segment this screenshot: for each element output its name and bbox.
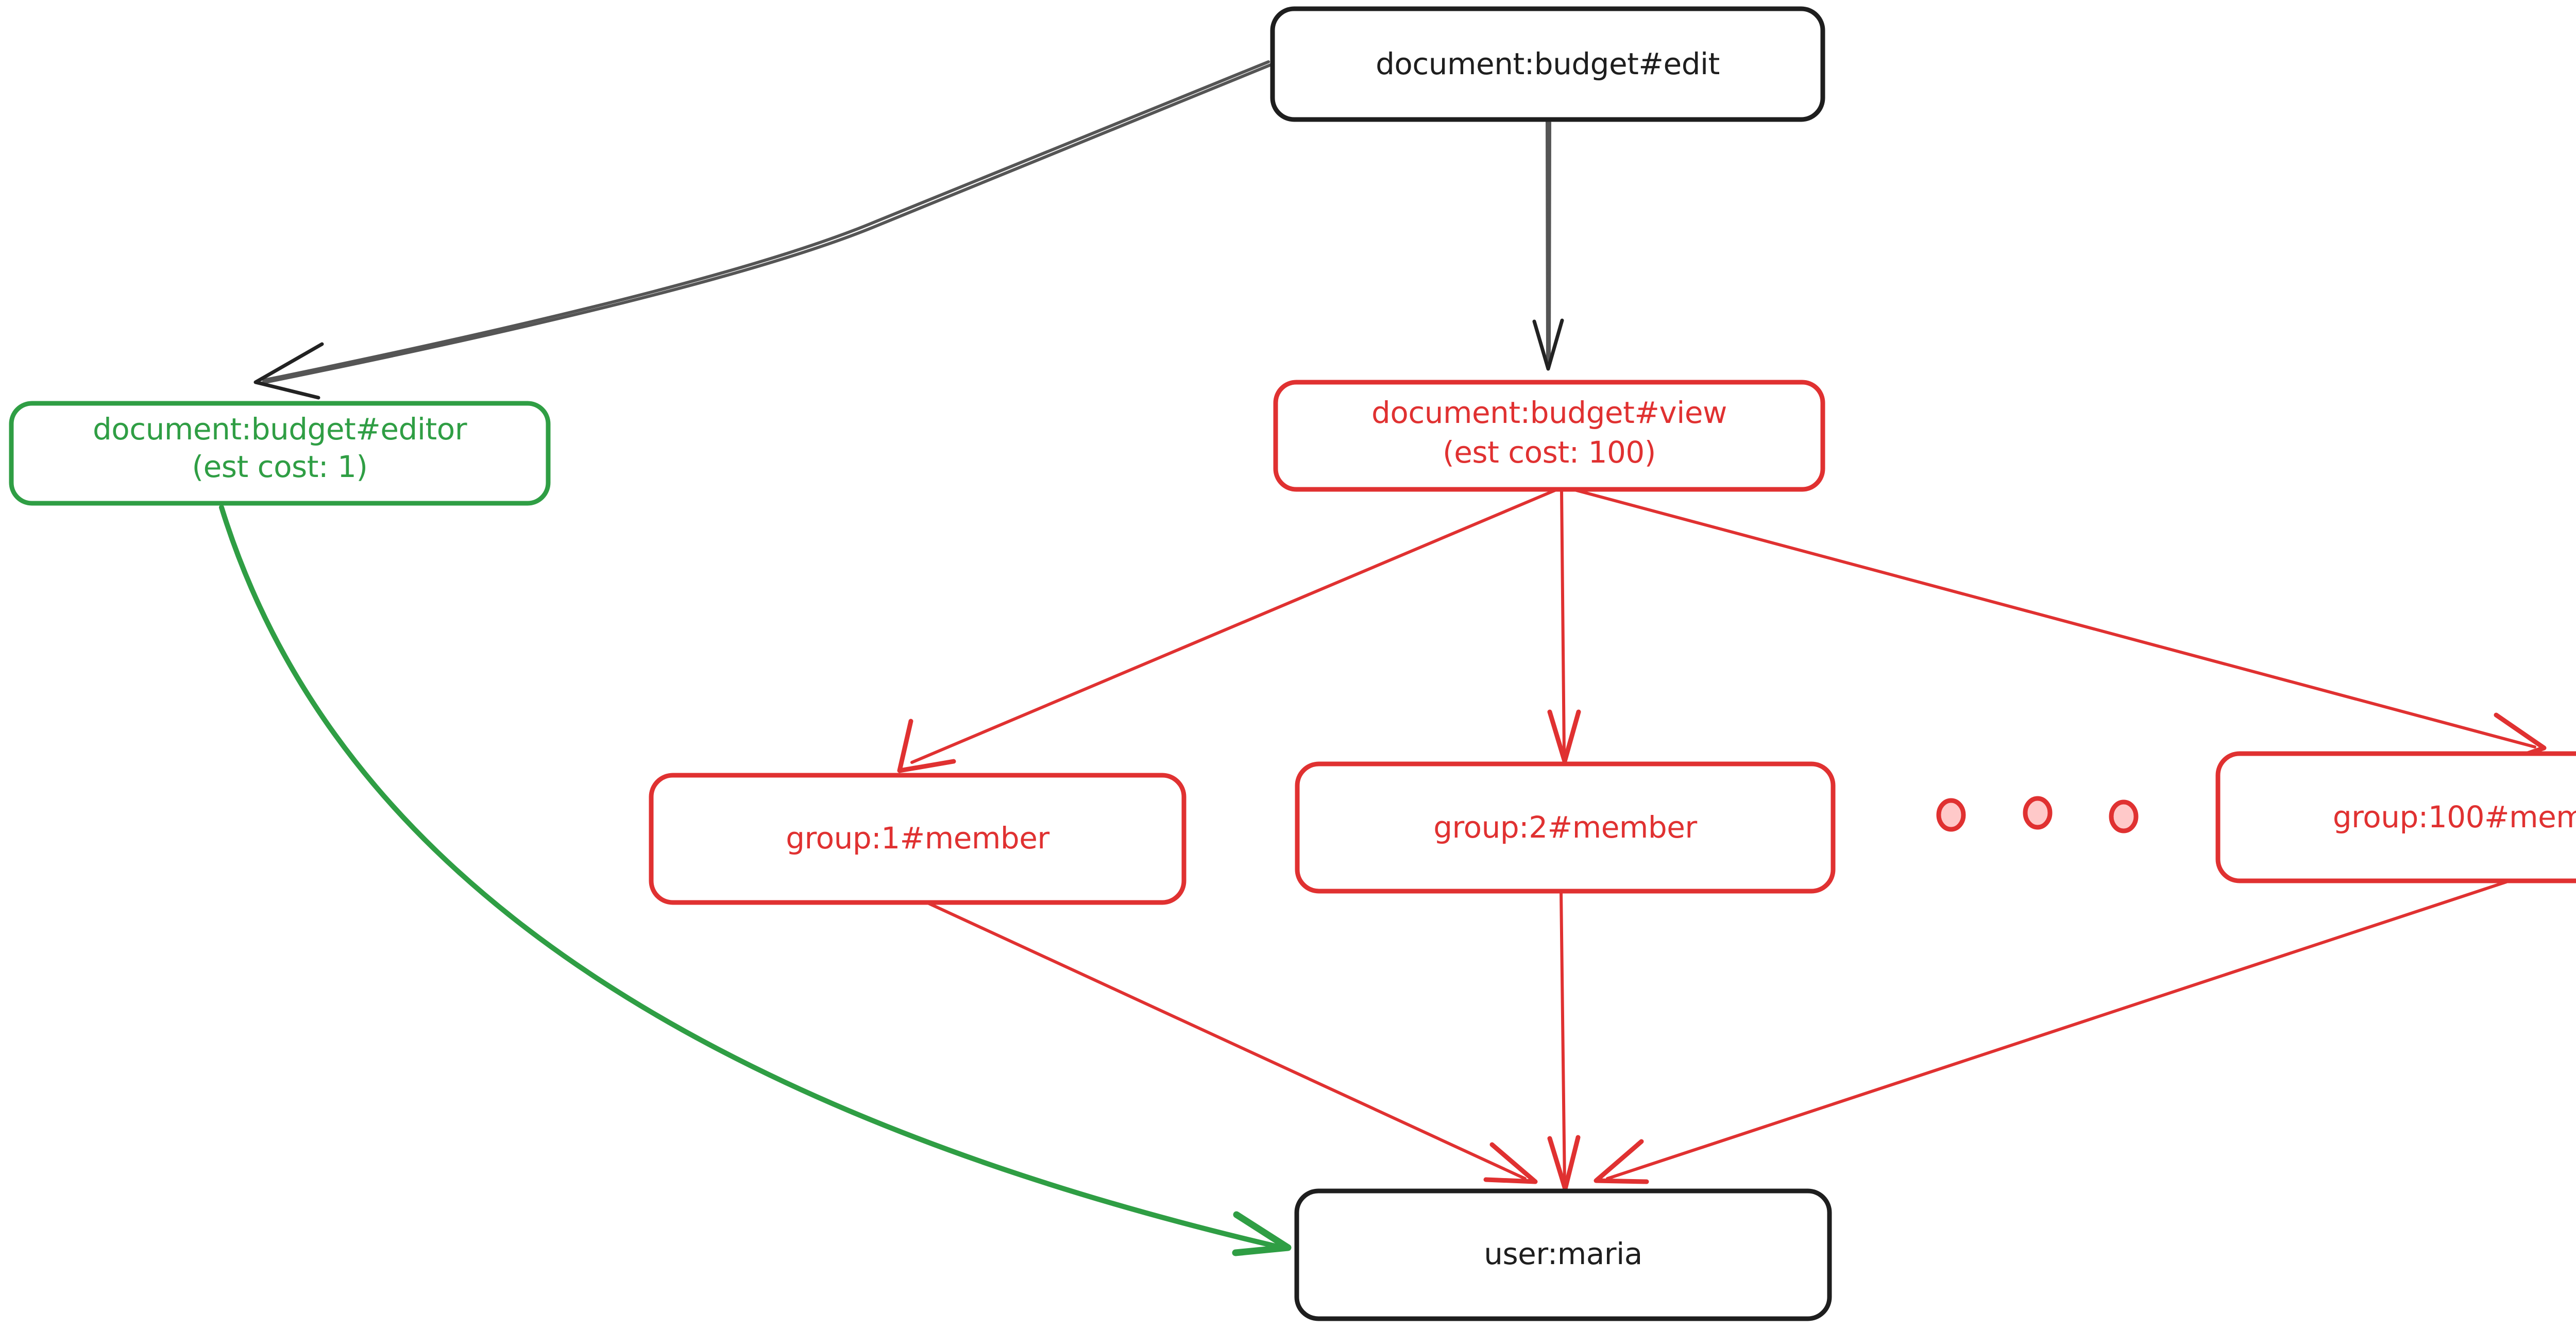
arrowhead-icon xyxy=(253,342,324,400)
node-document-budget-editor[interactable]: document:budget#editor (est cost: 1) xyxy=(9,401,551,506)
node-box xyxy=(649,773,1187,905)
edge-line xyxy=(1560,489,1566,755)
edge-line xyxy=(1567,487,2536,748)
ellipsis-dot-3 xyxy=(2109,799,2139,833)
node-label-line2: (est cost: 100) xyxy=(1443,435,1656,470)
node-user-maria[interactable]: user:maria xyxy=(1294,1188,1832,1321)
edge-view-to-group1[interactable] xyxy=(897,489,1556,773)
arrowhead-icon xyxy=(1594,1139,1649,1184)
edge-editor-to-maria[interactable] xyxy=(219,505,1292,1256)
node-group-100-member[interactable]: group:100#member xyxy=(2215,751,2576,883)
node-box xyxy=(1270,6,1825,122)
edge-root-to-view[interactable] xyxy=(1532,120,1564,371)
edge-view-to-group100[interactable] xyxy=(1567,487,2547,766)
edge-line xyxy=(1606,880,2508,1180)
edge-line-sketch xyxy=(259,63,1272,385)
node-box xyxy=(1273,380,1825,492)
arrowhead-icon xyxy=(1483,1142,1538,1184)
arrowhead-icon xyxy=(1532,318,1564,371)
arrowhead-icon xyxy=(1232,1211,1292,1256)
node-box xyxy=(9,401,551,506)
edge-line xyxy=(921,899,1527,1180)
nodes-layer: document:budget#edit document:budget#edi… xyxy=(9,6,2576,1321)
node-label: user:maria xyxy=(1484,1236,1642,1271)
node-label: group:2#member xyxy=(1433,810,1697,845)
edge-group100-to-maria[interactable] xyxy=(1594,880,2508,1184)
node-label: group:1#member xyxy=(786,821,1049,856)
edge-line xyxy=(1546,120,1549,362)
arrowhead-icon xyxy=(1547,709,1581,764)
node-label-line1: document:budget#view xyxy=(1371,395,1727,430)
edge-line xyxy=(1560,890,1566,1186)
arrowhead-icon xyxy=(897,719,956,773)
node-label-line1: document:budget#editor xyxy=(93,412,467,447)
edge-group1-to-maria[interactable] xyxy=(921,899,1538,1184)
ellipsis-dot-2 xyxy=(2023,796,2053,830)
ellipsis-dots-group xyxy=(1936,796,2139,833)
node-box xyxy=(1295,761,1836,894)
edge-line-sketch xyxy=(1548,121,1551,363)
edge-root-to-editor[interactable] xyxy=(253,60,1272,400)
node-box xyxy=(2215,751,2576,883)
node-label: document:budget#edit xyxy=(1376,46,1720,81)
node-document-budget-view[interactable]: document:budget#view (est cost: 100) xyxy=(1273,380,1825,492)
node-label-line2: (est cost: 1) xyxy=(192,449,367,484)
ellipsis-dot-1 xyxy=(1936,798,1966,832)
edge-group2-to-maria[interactable] xyxy=(1547,890,1581,1191)
node-group-2-member[interactable]: group:2#member xyxy=(1295,761,1836,894)
edge-line xyxy=(910,489,1556,764)
node-group-1-member[interactable]: group:1#member xyxy=(649,773,1187,905)
edge-line xyxy=(262,60,1270,382)
edge-view-to-group2[interactable] xyxy=(1547,489,1581,764)
node-label: group:100#member xyxy=(2333,799,2576,834)
edge-line xyxy=(219,505,1280,1249)
node-document-budget-edit[interactable]: document:budget#edit xyxy=(1270,6,1825,122)
edges-layer xyxy=(219,60,2547,1256)
node-box xyxy=(1294,1188,1832,1321)
